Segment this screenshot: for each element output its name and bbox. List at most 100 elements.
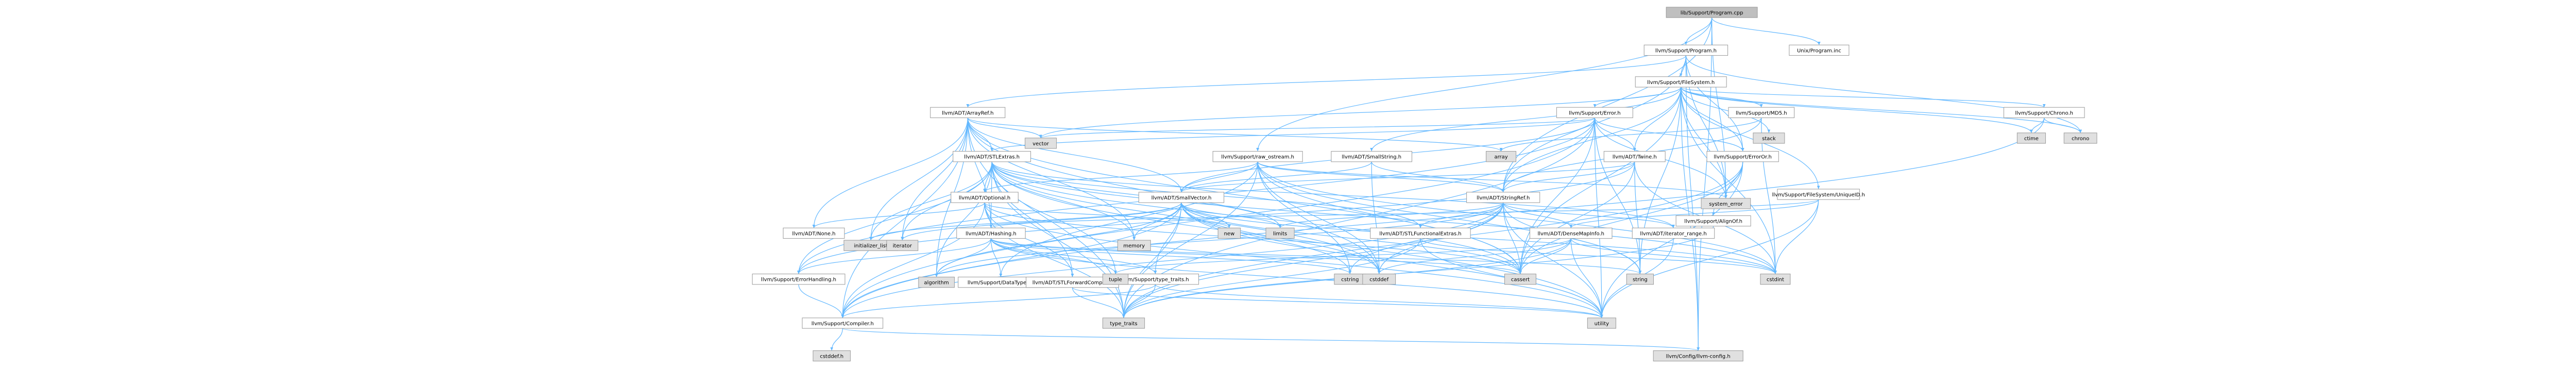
node-chrono[interactable]: chrono xyxy=(2063,132,2097,144)
node-box xyxy=(1643,44,1728,56)
node-type-traits-h[interactable]: llvm/Support/type_traits.h xyxy=(1111,274,1199,285)
edge-hashing-to-utility xyxy=(990,238,1603,318)
edge-stringref-to-compiler xyxy=(841,203,1504,318)
node-cassert[interactable]: cassert xyxy=(1504,274,1536,285)
node-chrono-h[interactable]: llvm/Support/Chrono.h xyxy=(2003,107,2085,119)
node-cstdint[interactable]: cstdint xyxy=(1760,274,1791,285)
node-label: cstring xyxy=(1341,277,1359,283)
node-vector[interactable]: vector xyxy=(1025,138,1057,149)
node-smallstring[interactable]: llvm/ADT/SmallString.h xyxy=(1331,151,1413,162)
node-string[interactable]: string xyxy=(1626,274,1654,285)
node-twine[interactable]: llvm/ADT/Twine.h xyxy=(1603,151,1666,162)
node-box xyxy=(1212,151,1303,162)
node-llvm-config[interactable]: llvm/Config/llvm-config.h xyxy=(1653,350,1743,362)
node-box xyxy=(1587,317,1616,329)
edge-raw_ostream-to-cstdint xyxy=(1257,161,1777,274)
node-alignof[interactable]: llvm/Support/AlignOf.h xyxy=(1675,215,1751,227)
edge-smallstring-to-smallvector xyxy=(1180,161,1372,193)
node-compiler[interactable]: llvm/Support/Compiler.h xyxy=(802,317,884,329)
dependency-edges xyxy=(797,18,2082,351)
edge-md5-to-array xyxy=(1499,118,1762,152)
node-tuple[interactable]: tuple xyxy=(1102,274,1129,285)
node-array[interactable]: array xyxy=(1486,151,1517,162)
node-stack[interactable]: stack xyxy=(1753,132,1785,144)
node-label: llvm/ADT/ArrayRef.h xyxy=(942,110,994,116)
edge-chrono_h-to-ctime xyxy=(2030,118,2045,133)
node-program-h[interactable]: llvm/Support/Program.h xyxy=(1643,44,1728,56)
edge-stlextras-to-cstdint xyxy=(991,161,1777,274)
edge-twine-to-errorhandling xyxy=(797,161,1635,274)
node-stringref[interactable]: llvm/ADT/StringRef.h xyxy=(1466,192,1540,203)
node-label: llvm/ADT/STLExtras.h xyxy=(964,155,1020,160)
edge-smallvector-to-memory xyxy=(1132,203,1182,241)
node-box xyxy=(1760,274,1791,285)
node-stlextras[interactable]: llvm/ADT/STLExtras.h xyxy=(953,151,1031,162)
edge-error_h-to-cassert xyxy=(1519,118,1595,274)
edge-stlextras-to-optional xyxy=(983,161,992,192)
node-label: stack xyxy=(1762,136,1776,142)
node-box xyxy=(1777,189,1860,200)
node-md5[interactable]: llvm/Support/MD5.h xyxy=(1728,107,1795,119)
node-memory[interactable]: memory xyxy=(1117,240,1151,251)
node-cstddef-h[interactable]: cstddef.h xyxy=(812,350,851,362)
edge-stlextras-to-algorithm xyxy=(935,161,992,277)
dependency-nodes: lib/Support/Program.cpp llvm/Support/Prog… xyxy=(752,7,2097,362)
node-filesystem[interactable]: llvm/Support/FileSystem.h xyxy=(1635,76,1727,88)
node-box xyxy=(1370,227,1471,239)
node-stlfunctional[interactable]: llvm/ADT/STLFunctionalExtras.h xyxy=(1370,227,1471,239)
edge-md5-to-cstdint xyxy=(1761,118,1777,274)
edge-stlextras-to-iterator_range xyxy=(991,161,1675,228)
edge-hashing-to-errorhandling xyxy=(797,238,992,274)
edge-stlextras-to-utility xyxy=(991,161,1603,318)
node-hashing[interactable]: llvm/ADT/Hashing.h xyxy=(956,227,1026,239)
node-error-h[interactable]: llvm/Support/Error.h xyxy=(1556,107,1633,119)
node-label: llvm/Support/DataTypes.h xyxy=(968,280,1034,286)
edge-error_h-to-stlextras xyxy=(990,118,1595,152)
node-smallvector[interactable]: llvm/ADT/SmallVector.h xyxy=(1138,192,1225,203)
node-label: llvm/Support/Compiler.h xyxy=(811,321,874,327)
edge-stlfunctional-to-type_traits xyxy=(1122,238,1421,318)
node-type-traits[interactable]: type_traits xyxy=(1102,317,1145,329)
node-fs-uniqueid[interactable]: llvm/Support/FileSystem/UniqueID.h xyxy=(1772,189,1865,200)
node-cstddef[interactable]: cstddef xyxy=(1362,274,1396,285)
node-box xyxy=(1753,132,1785,144)
node-label: array xyxy=(1494,155,1507,160)
edge-filesystem-to-chrono_h xyxy=(1681,87,2046,108)
node-iterator-range[interactable]: llvm/ADT/iterator_range.h xyxy=(1632,227,1715,239)
edge-stringref-to-limits xyxy=(1278,202,1504,228)
node-unix-program[interactable]: Unix/Program.inc xyxy=(1789,44,1850,56)
edge-filesystem-to-twine xyxy=(1633,87,1682,152)
node-errorhandling[interactable]: llvm/Support/ErrorHandling.h xyxy=(752,274,845,285)
node-none[interactable]: llvm/ADT/None.h xyxy=(783,227,845,239)
node-iterator[interactable]: iterator xyxy=(886,240,919,251)
edge-smallvector-to-cstdint xyxy=(1181,203,1777,274)
node-utility[interactable]: utility xyxy=(1587,317,1616,329)
node-algorithm[interactable]: algorithm xyxy=(918,276,955,288)
node-ctime[interactable]: ctime xyxy=(2016,132,2046,144)
node-cstring[interactable]: cstring xyxy=(1334,274,1366,285)
node-label: algorithm xyxy=(924,280,949,286)
node-system-error[interactable]: system_error xyxy=(1701,198,1751,209)
edge-erroror-to-system_error xyxy=(1724,161,1743,198)
node-box xyxy=(802,317,884,329)
edge-root-to-program_h xyxy=(1684,18,1713,45)
node-box xyxy=(951,192,1019,203)
node-arrayref[interactable]: llvm/ADT/ArrayRef.h xyxy=(930,107,1006,119)
node-limits[interactable]: limits xyxy=(1265,227,1295,239)
node-root[interactable]: lib/Support/Program.cpp xyxy=(1666,7,1758,18)
edge-stringref-to-algorithm xyxy=(935,203,1504,277)
edge-raw_ostream-to-optional xyxy=(983,161,1258,193)
edge-smallvector-to-initializer_list xyxy=(869,202,1182,241)
edge-stringref-to-iterator_range xyxy=(1503,202,1675,228)
edge-filesystem-to-ctime xyxy=(1681,87,2033,133)
edge-stlforward-to-type_traits xyxy=(1072,287,1125,318)
node-erroror[interactable]: llvm/Support/ErrorOr.h xyxy=(1706,151,1779,162)
node-optional[interactable]: llvm/ADT/Optional.h xyxy=(951,192,1019,203)
node-label: llvm/ADT/None.h xyxy=(792,231,836,237)
node-densemapinfo[interactable]: llvm/ADT/DenseMapInfo.h xyxy=(1529,227,1613,239)
node-box xyxy=(1653,350,1743,362)
edge-stlextras-to-initializer_list xyxy=(869,161,992,241)
edge-arrayref-to-memory xyxy=(967,118,1136,241)
node-new[interactable]: new xyxy=(1217,227,1241,239)
node-raw-ostream[interactable]: llvm/Support/raw_ostream.h xyxy=(1212,151,1303,162)
